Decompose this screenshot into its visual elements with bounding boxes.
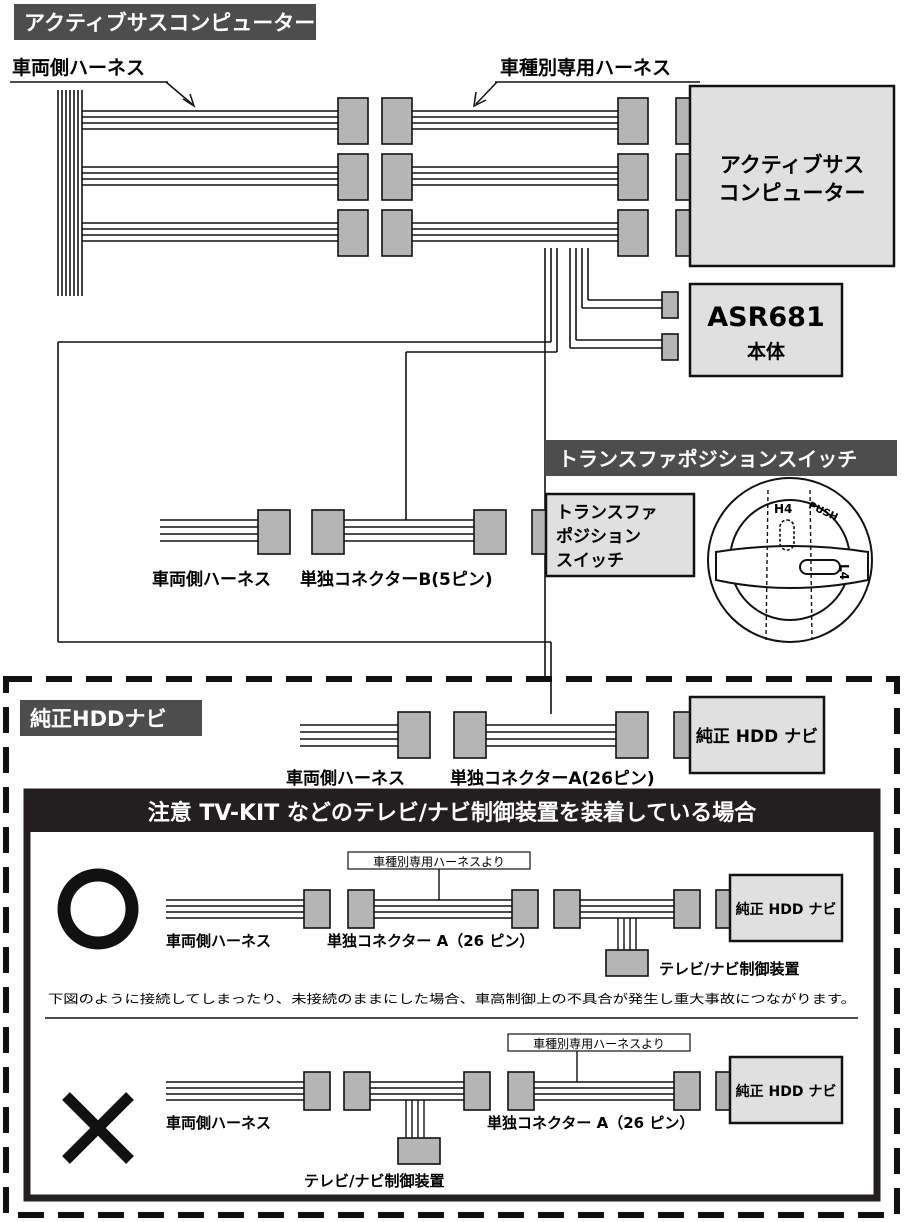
ng-connector-a-label: 単独コネクター A（26 ピン） [487, 1114, 694, 1132]
branch-wires [57, 248, 662, 714]
ok-circle-icon [57, 868, 139, 950]
transfer-dial-icon: H4 PUSH L4 [707, 477, 873, 643]
ok-navi-box [728, 873, 844, 943]
navi-tag-bg [20, 700, 202, 736]
title-tag-bg [14, 4, 316, 40]
ok-vehicle-harness-label: 車両側ハーネス [166, 932, 271, 950]
top-wire-rows [82, 110, 618, 242]
transfer-tag: トランスファポジションスイッチ [558, 447, 857, 471]
arrow-icon [182, 93, 196, 108]
top-vehicle-harness-label: 車両側ハーネス [12, 56, 145, 79]
transfer-tag-bg [545, 440, 897, 476]
switch-label-1: トランスファ [556, 503, 658, 523]
ok-connector-a-label: 単独コネクター A（26 ピン） [327, 932, 534, 950]
arrow-icon [473, 91, 487, 108]
top-connectors [337, 97, 691, 257]
ng-from-dedicated-label: 車種別専用ハーネスより [533, 1037, 665, 1051]
ng-navi-box [728, 1055, 844, 1125]
title-tag: アクティブサスコンピューター [24, 11, 315, 35]
ok-wires [166, 899, 674, 950]
asr681-sublabel: 本体 [747, 340, 786, 363]
connector-a-label: 単独コネクターA(26ピン) [450, 768, 655, 789]
asr681-box [688, 282, 844, 378]
active-sus-computer-box [688, 84, 896, 268]
dial-l4: L4 [837, 564, 851, 580]
connector-b-label: 単独コネクターB(5ピン) [300, 569, 493, 590]
caution-header: 注意 TV-KIT などのテレビ/ナビ制御装置を装着している場合 [148, 800, 757, 826]
ng-wires [166, 1081, 674, 1138]
navi-box [688, 695, 826, 775]
switch-label-3: スイッチ [556, 551, 624, 571]
computer-label-1: アクティブサス [720, 153, 864, 177]
switch-label-2: ポジション [556, 526, 641, 547]
computer-label-2: コンピューター [719, 181, 866, 205]
ok-navi-label: 純正 HDD ナビ [736, 901, 837, 918]
navi-dashed-frame [3, 676, 900, 1218]
transfer-vehicle-harness-label: 車両側ハーネス [152, 569, 271, 590]
ng-navi-label: 純正 HDD ナビ [736, 1083, 837, 1100]
warning-text: 下図のように接続してしまったり、未接続のままにした場合、車高制御上の不具合が発生… [48, 991, 856, 1006]
navi-box-label: 純正 HDD ナビ [696, 726, 818, 747]
ng-vehicle-harness-label: 車両側ハーネス [166, 1114, 271, 1132]
navi-vehicle-harness-label: 車両側ハーネス [286, 768, 405, 789]
ng-tv-control-label: テレビ/ナビ制御装置 [304, 1172, 444, 1190]
navi-wires [300, 724, 616, 747]
transfer-switch-box [544, 492, 696, 578]
navi-tag: 純正HDDナビ [30, 707, 166, 731]
dial-h4: H4 [774, 502, 792, 516]
ok-from-dedicated-label: 車種別専用ハーネスより [373, 855, 505, 869]
asr681-label: ASR681 [707, 302, 825, 333]
transfer-wires [160, 519, 474, 542]
ng-cross-icon [62, 1092, 134, 1164]
top-dedicated-harness-label: 車種別専用ハーネス [500, 56, 671, 79]
vehicle-harness-bundle [57, 90, 83, 296]
caution-header-bg [27, 792, 877, 832]
ok-tv-control-label: テレビ/ナビ制御装置 [659, 960, 799, 978]
